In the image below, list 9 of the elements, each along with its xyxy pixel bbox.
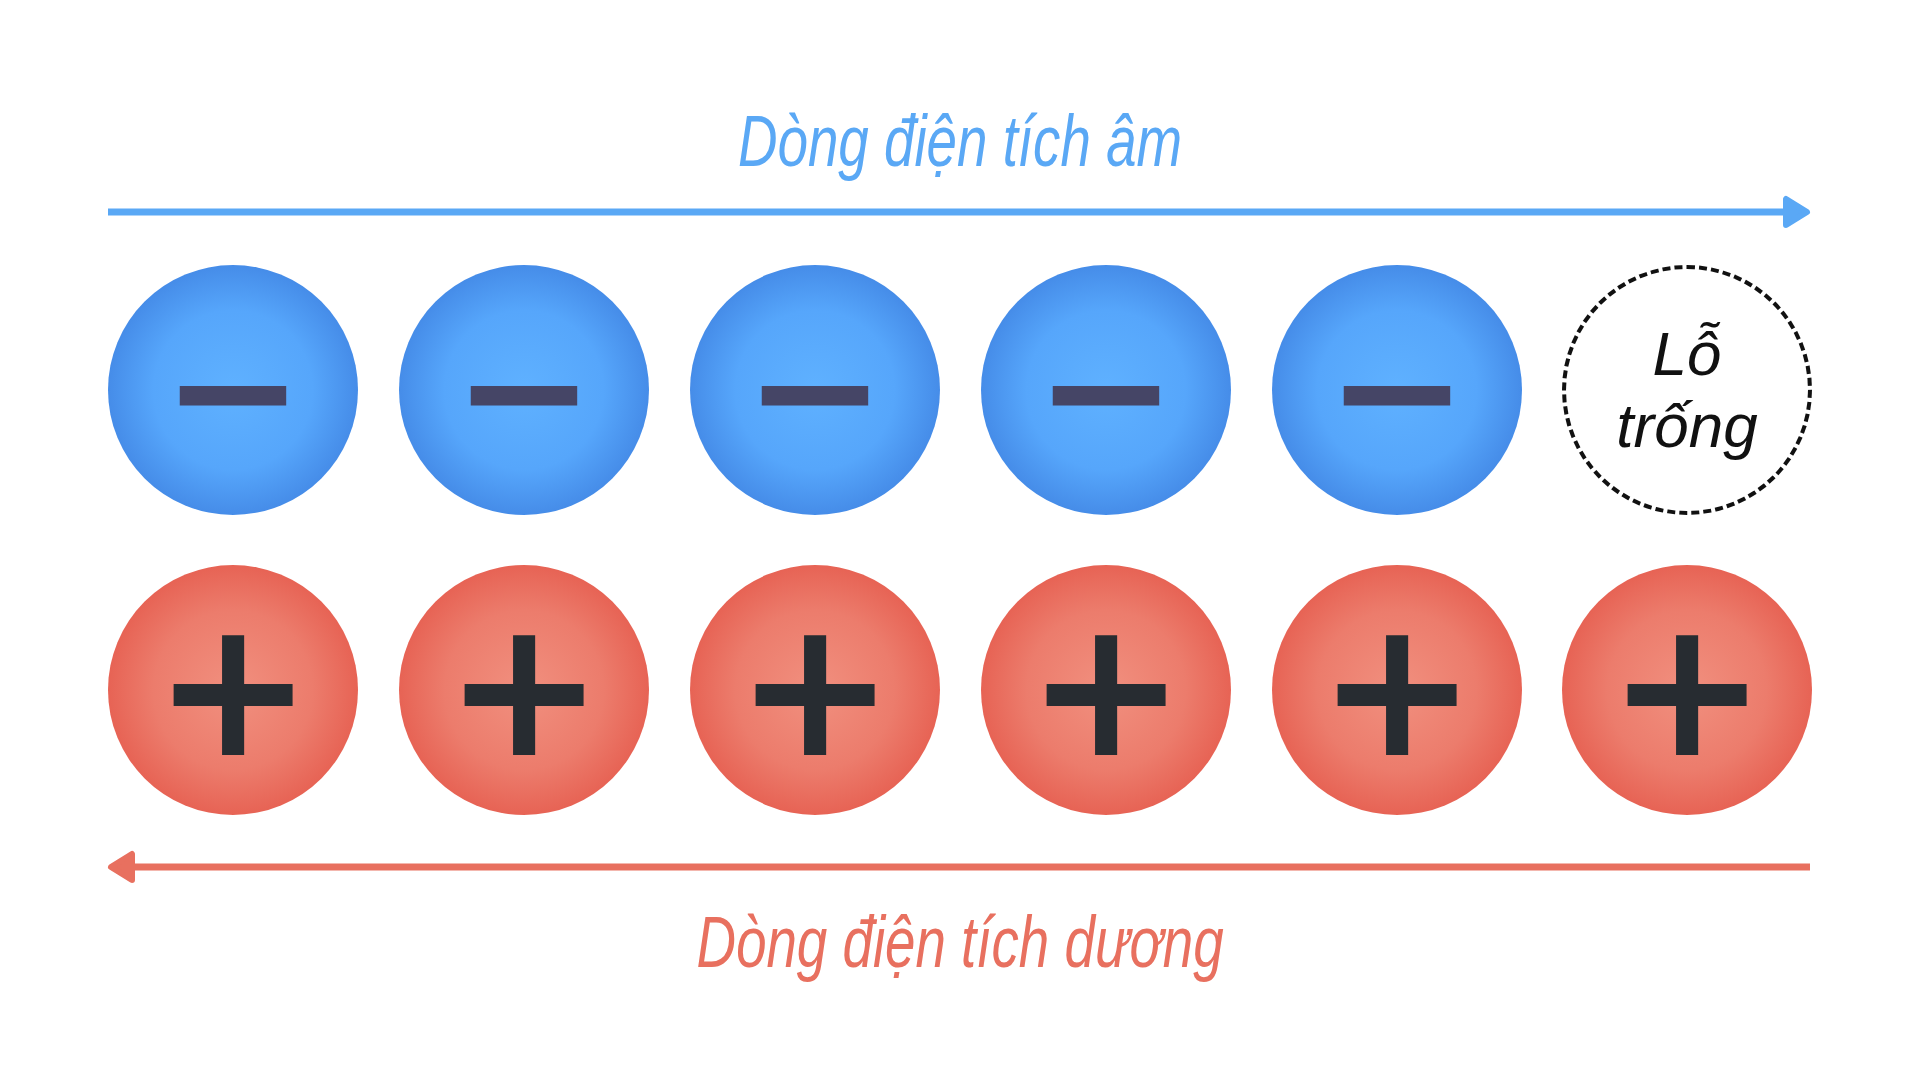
arrow-label: Dòng điện tích dương <box>696 902 1224 982</box>
plus-sign: + <box>1026 620 1186 760</box>
arrow-label: Dòng điện tích âm <box>737 101 1183 181</box>
plus-sign: + <box>1317 620 1477 760</box>
hole-label: Lỗ trống <box>1616 318 1758 462</box>
plus-sign: + <box>735 620 895 760</box>
plus-sign: + <box>1607 620 1767 760</box>
plus-sign: + <box>444 620 604 760</box>
plus-sign: + <box>153 620 313 760</box>
